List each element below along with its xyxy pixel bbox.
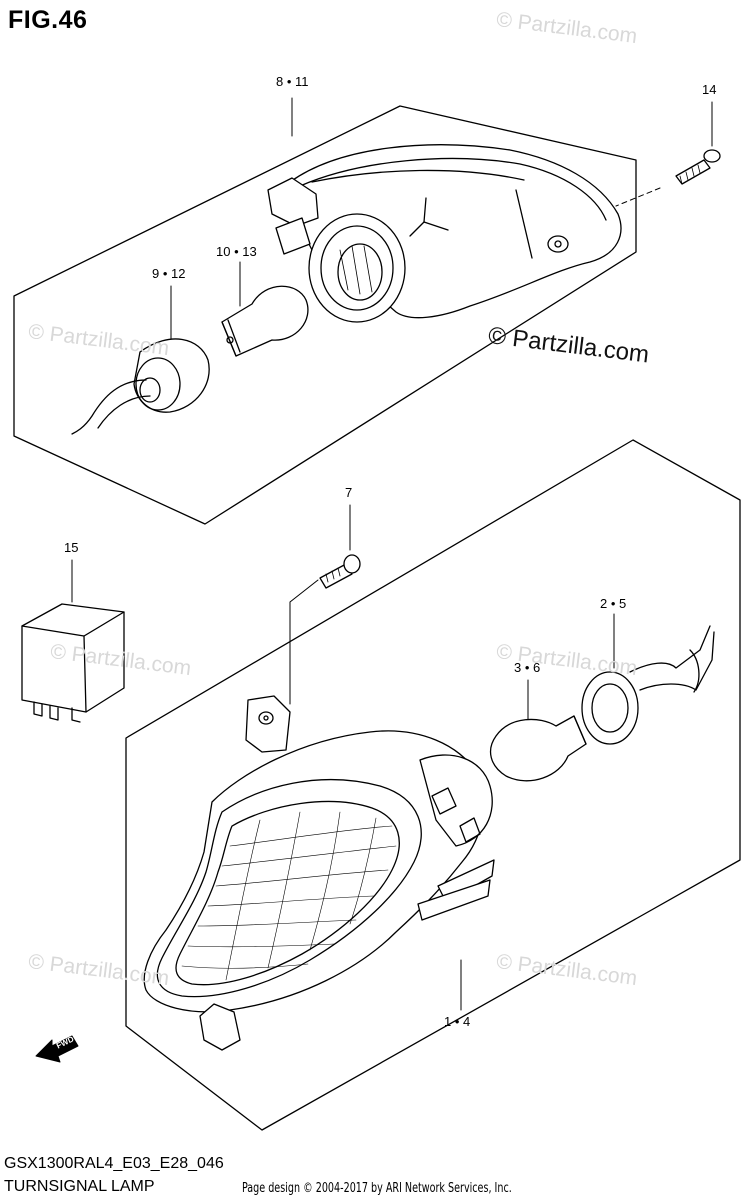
callout-15[interactable]: 15	[64, 540, 79, 555]
socket-2-5	[581, 625, 715, 745]
rear-lamp-housing	[267, 144, 622, 323]
upper-assembly-box	[13, 105, 637, 525]
screw-14	[675, 149, 721, 185]
socket-9-12	[71, 338, 210, 435]
callout-3-6[interactable]: 3 • 6	[514, 660, 541, 675]
page-credit: Page design © 2004-2017 by ARI Network S…	[242, 1181, 512, 1196]
relay-15	[21, 603, 125, 723]
front-lamp-assembly	[143, 695, 495, 1051]
bulb-3-6	[489, 715, 587, 782]
diagram-title: TURNSIGNAL LAMP	[4, 1178, 155, 1195]
callout-7[interactable]: 7	[345, 485, 353, 500]
bulb-10-13	[221, 285, 309, 357]
fwd-arrow-icon	[35, 1035, 79, 1063]
lower-assembly-box	[125, 439, 741, 1131]
screw-7	[319, 554, 361, 589]
callout-9-12[interactable]: 9 • 12	[152, 266, 186, 281]
diagram-code: GSX1300RAL4_E03_E28_046	[4, 1155, 224, 1172]
figure-title: FIG.46	[8, 6, 88, 34]
callout-2-5[interactable]: 2 • 5	[600, 596, 627, 611]
callout-10-13[interactable]: 10 • 13	[216, 244, 257, 259]
callout-8-11[interactable]: 8 • 11	[276, 74, 309, 89]
callout-14[interactable]: 14	[702, 82, 717, 97]
callout-1-4[interactable]: 1 • 4	[444, 1014, 471, 1029]
leader-lines	[71, 97, 713, 1011]
